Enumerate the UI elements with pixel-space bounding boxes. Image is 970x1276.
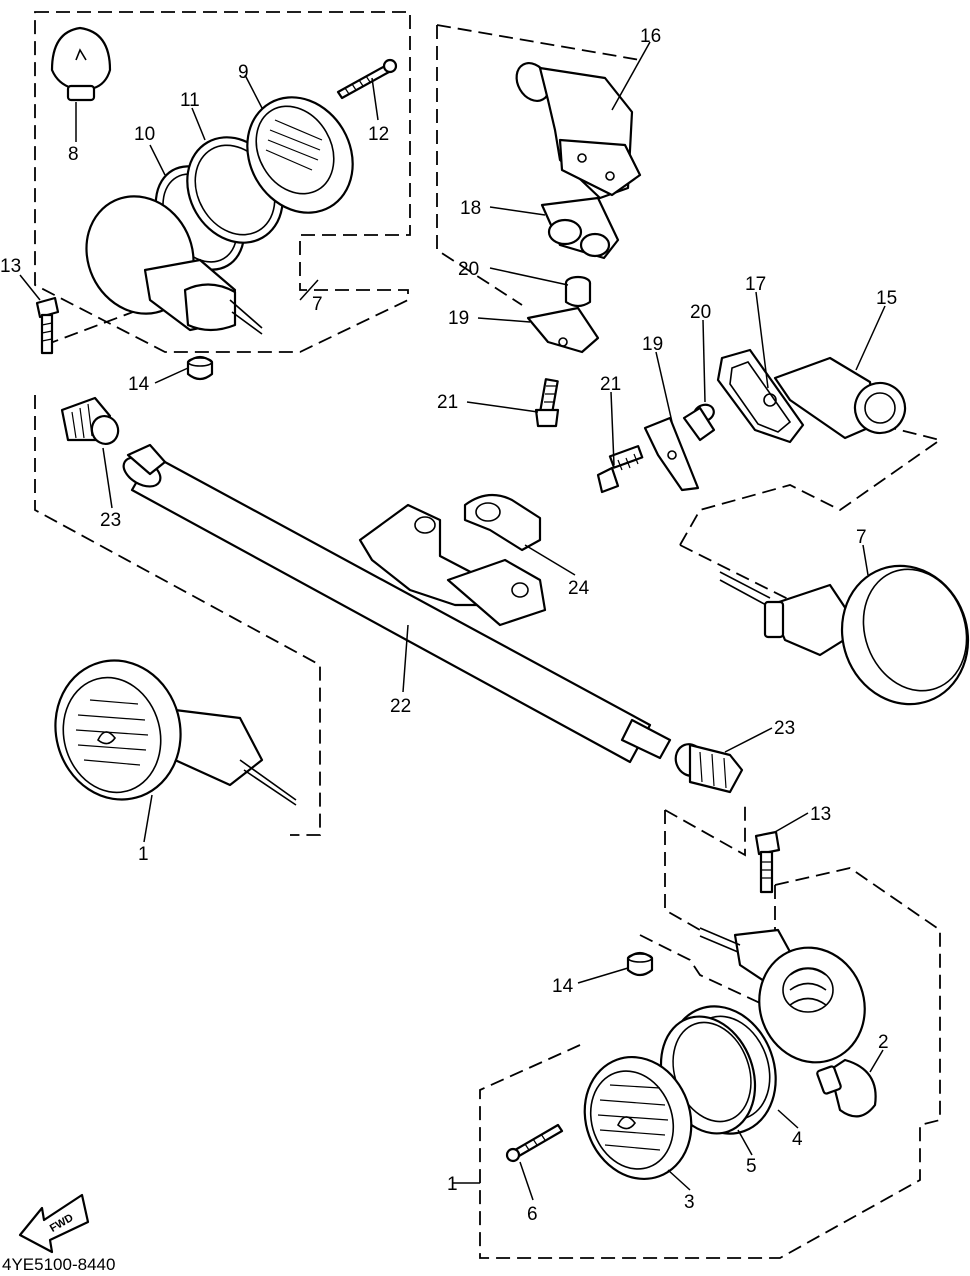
callout-24: 24 (568, 578, 590, 599)
callout-21-upper: 21 (437, 392, 458, 413)
bracket-on-pipe (358, 503, 547, 627)
bulb-8 (50, 26, 112, 102)
callout-23-right: 23 (774, 718, 795, 739)
callout-7-front: 7 (312, 294, 323, 315)
pipe-22 (122, 443, 672, 764)
washer-plate-19-upper (526, 306, 600, 354)
callout-22: 22 (390, 696, 411, 717)
stay-15 (773, 356, 907, 440)
housing-exploded (699, 927, 866, 1064)
lens-3 (583, 1055, 693, 1181)
callout-16: 16 (640, 26, 661, 47)
turn-signal-housing-7-rear (719, 564, 970, 706)
callout-14-upper: 14 (128, 374, 150, 395)
callout-5: 5 (746, 1156, 757, 1177)
callout-3: 3 (684, 1192, 695, 1213)
stay-16 (515, 62, 642, 200)
turn-signal-housing-7-front (85, 195, 263, 335)
callout-2: 2 (878, 1032, 889, 1053)
callout-15: 15 (876, 288, 897, 309)
document-code: 4YE5100-8440 (2, 1255, 115, 1274)
grommet-14-upper (186, 355, 214, 381)
callout-1-left: 1 (138, 844, 149, 865)
callout-14-lower: 14 (552, 976, 574, 997)
screw-12 (336, 58, 398, 100)
callout-9: 9 (238, 62, 249, 83)
callout-18: 18 (460, 198, 481, 219)
leader-lines (19, 41, 886, 1201)
callout-20-upper: 20 (458, 259, 479, 280)
cap-23-right (674, 743, 744, 794)
plate-18 (540, 196, 620, 260)
callout-17: 17 (745, 274, 766, 295)
lens-9 (246, 96, 354, 214)
bulb-2 (816, 1058, 877, 1118)
washer-plate-19-lower (643, 416, 700, 492)
callout-labels: 8 10 11 9 12 13 7 14 16 18 20 19 21 17 1… (0, 26, 897, 1225)
collar-20-upper (564, 275, 592, 308)
bolt-13-lower (754, 830, 781, 894)
cap-23-left (60, 396, 120, 445)
callout-11: 11 (180, 90, 200, 111)
assembly-outlines (34, 11, 943, 1259)
callout-4: 4 (792, 1129, 803, 1150)
bolt-21-lower (596, 445, 644, 494)
callout-12: 12 (368, 124, 389, 145)
callout-7-rear: 7 (856, 527, 867, 548)
bolt-21-upper (534, 378, 560, 428)
screw-6 (505, 1123, 564, 1163)
callout-10: 10 (134, 124, 155, 145)
fwd-arrow-icon: FWD (18, 1193, 90, 1254)
callout-6: 6 (527, 1204, 538, 1225)
turn-signal-assembly-1 (54, 659, 297, 806)
callout-13-upper: 13 (0, 256, 21, 277)
callout-8: 8 (68, 144, 79, 165)
clamp-24 (463, 493, 542, 552)
callout-13-lower: 13 (810, 804, 831, 825)
callout-19-upper: 19 (448, 308, 469, 329)
callout-23-left: 23 (100, 510, 121, 531)
callout-19-lower: 19 (642, 334, 663, 355)
collar-20-lower (682, 403, 716, 442)
callout-1-exploded: 1 (447, 1174, 458, 1195)
grommet-14-lower (626, 951, 654, 977)
callout-21-lower: 21 (600, 374, 621, 395)
callout-20-lower: 20 (690, 302, 711, 323)
gasket-17 (716, 348, 805, 444)
bolt-13-upper (35, 296, 60, 355)
